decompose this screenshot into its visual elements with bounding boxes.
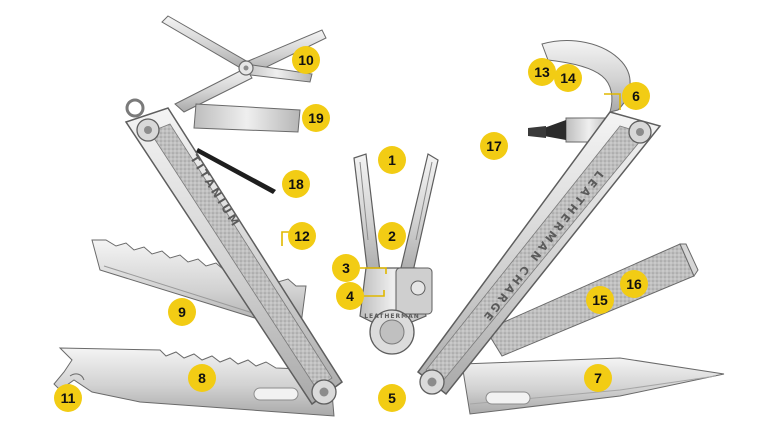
callout-number: 16 [626, 276, 642, 292]
callout-10: 10 [292, 46, 320, 74]
callout-badge [586, 286, 614, 314]
hex-driver [196, 148, 276, 194]
callout-number: 19 [308, 110, 324, 126]
callout-number: 11 [61, 390, 76, 406]
callout-badge [282, 170, 310, 198]
callout-number: 7 [594, 370, 602, 386]
callout-number: 14 [560, 70, 576, 86]
hook-blade [541, 40, 631, 113]
callout-14: 14 [554, 64, 582, 92]
callout-18: 18 [282, 170, 310, 198]
callout-number: 18 [288, 176, 304, 192]
right-handle: LEATHERMAN CHARGE [416, 111, 662, 396]
callout-number: 8 [198, 370, 206, 386]
callout-7: 7 [584, 364, 612, 392]
callout-4: 4 [336, 282, 364, 310]
callout-12: 12 [288, 222, 316, 250]
pivot-engraving: LEATHERMAN [364, 313, 420, 320]
callout-badge [584, 364, 612, 392]
callout-number: 13 [534, 64, 550, 80]
callout-number: 6 [632, 88, 640, 104]
flat-driver [193, 103, 301, 133]
callout-19: 19 [302, 104, 330, 132]
callout-badge [336, 282, 364, 310]
callout-badge [554, 64, 582, 92]
callout-16: 16 [620, 270, 648, 298]
callout-number: 10 [298, 52, 314, 68]
callout-badge [302, 104, 330, 132]
callout-number: 3 [342, 260, 350, 276]
callout-5: 5 [378, 384, 406, 412]
scissors [161, 15, 327, 113]
callout-11: 11 [54, 384, 82, 412]
callout-13: 13 [528, 58, 556, 86]
callout-number: 15 [592, 292, 608, 308]
callout-6: 6 [622, 82, 650, 110]
callout-3: 3 [332, 254, 360, 282]
callout-number: 12 [294, 228, 310, 244]
callout-2: 2 [378, 222, 406, 250]
callout-17: 17 [480, 132, 508, 160]
callout-number: 1 [388, 152, 396, 168]
callout-number: 5 [388, 390, 396, 406]
callout-badge [528, 58, 556, 86]
callout-15: 15 [586, 286, 614, 314]
leader-12 [281, 231, 290, 246]
callout-badge [168, 298, 196, 326]
leader-6 [604, 93, 621, 110]
callout-badge [292, 46, 320, 74]
leader-lines [281, 93, 621, 297]
callout-number: 9 [178, 304, 186, 320]
callout-badge [378, 222, 406, 250]
callout-1: 1 [378, 146, 406, 174]
leader-4 [360, 290, 385, 297]
callout-badge [622, 82, 650, 110]
callout-8: 8 [188, 364, 216, 392]
callout-badge [332, 254, 360, 282]
callout-badge [288, 222, 316, 250]
callout-number: 2 [388, 228, 396, 244]
callout-badge [480, 132, 508, 160]
callout-badge [188, 364, 216, 392]
pliers: LEATHERMAN [353, 153, 439, 355]
callout-9: 9 [168, 298, 196, 326]
callout-number: 17 [486, 138, 502, 154]
callout-badge [620, 270, 648, 298]
callout-badge [378, 146, 406, 174]
leader-3 [360, 267, 387, 274]
callout-number: 4 [346, 288, 354, 304]
callout-badge [54, 384, 82, 412]
callout-badge [378, 384, 406, 412]
